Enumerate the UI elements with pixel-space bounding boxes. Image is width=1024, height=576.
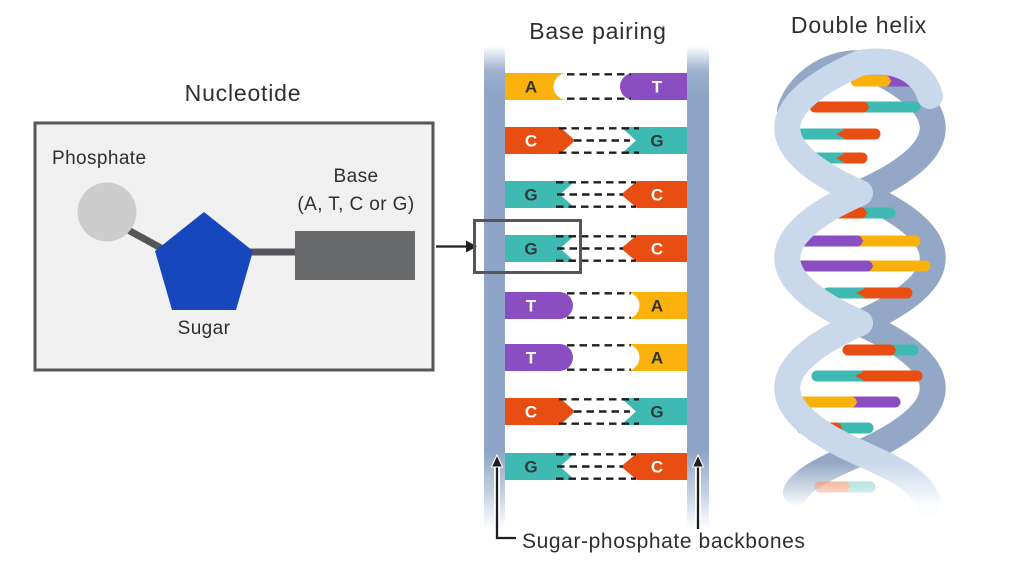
backbone-pointers — [490, 453, 705, 541]
right-arrow-head — [691, 453, 705, 468]
strand-back-seg — [847, 310, 946, 466]
base-letter-left: C — [525, 132, 537, 151]
double-helix-title: Double helix — [790, 12, 928, 38]
base-left-g — [505, 181, 575, 208]
double-helix — [755, 48, 965, 522]
strand-front-seg — [774, 310, 873, 466]
base-letter-left: C — [525, 403, 537, 422]
base-letter-left: G — [524, 240, 537, 259]
base-letter-left: G — [524, 458, 537, 477]
base-rectangle — [295, 231, 415, 280]
left-arrow-line — [495, 463, 516, 540]
base-letter-right: C — [651, 458, 663, 477]
base-left-c — [505, 398, 575, 425]
base-letter-left: A — [525, 78, 537, 97]
nucleotide-highlight-box — [473, 219, 582, 274]
left-backbone — [484, 46, 505, 528]
base-letter-right: C — [651, 240, 663, 259]
base-letter-right: G — [650, 132, 663, 151]
base-right-g — [621, 398, 687, 425]
left-arrow-head — [490, 453, 504, 468]
base-left-c — [505, 127, 575, 154]
base-right-g — [621, 127, 687, 154]
right-backbone — [687, 46, 709, 528]
rung-chevron — [853, 235, 864, 247]
rung-chevron — [836, 128, 847, 140]
strand-front-seg — [774, 180, 873, 336]
helix-rung — [809, 101, 921, 113]
helix-bottom-fade — [755, 462, 965, 522]
base-letter-right: A — [651, 349, 663, 368]
nucleotide-panel — [33, 121, 477, 372]
base-letter-left: T — [526, 297, 537, 316]
base-letters-label: (A, T, C or G) — [297, 194, 415, 215]
nucleotide-arrow-head — [466, 240, 477, 253]
helix-rung — [811, 370, 923, 382]
rung-chevron — [836, 152, 847, 164]
base-left-t — [505, 344, 573, 371]
rung-chevron — [886, 344, 897, 356]
base-letter-right: T — [652, 78, 663, 97]
rung-chevron — [881, 75, 892, 87]
rung-chevron — [855, 370, 866, 382]
base-right-t — [620, 73, 687, 100]
phosphate-label: Phosphate — [52, 148, 147, 169]
base-left-t — [505, 292, 573, 319]
rung-chevron — [857, 207, 868, 219]
base-letter-right: A — [651, 297, 663, 316]
helix-rung — [822, 287, 913, 299]
base-letter-left: T — [526, 349, 537, 368]
base-letter-right: G — [650, 403, 663, 422]
base-letter-right: C — [651, 186, 663, 205]
helix-rung — [794, 260, 931, 272]
sugar-pentagon — [155, 212, 253, 310]
base-right-c — [621, 453, 687, 480]
base-right-c — [621, 235, 687, 262]
helix-rung — [796, 396, 901, 408]
rung-chevron — [856, 287, 867, 299]
base-right-a — [626, 292, 687, 319]
base-right-a — [626, 344, 687, 371]
phosphate-circle — [77, 182, 137, 242]
base-pairing-title: Base pairing — [529, 18, 667, 44]
rung-chevron — [859, 101, 870, 113]
base-right-c — [621, 181, 687, 208]
base-left-g — [505, 235, 575, 262]
helix-rung — [842, 344, 919, 356]
base-label: Base — [333, 166, 379, 187]
sugar-label: Sugar — [177, 318, 231, 339]
base-left-a — [505, 73, 567, 100]
base-letter-left: G — [524, 186, 537, 205]
rung-chevron — [863, 260, 874, 272]
rung-chevron — [847, 396, 858, 408]
strand-front-seg — [774, 50, 873, 206]
backbones-label: Sugar-phosphate backbones — [522, 530, 806, 553]
base-left-g — [505, 453, 575, 480]
nucleotide-title: Nucleotide — [184, 80, 302, 106]
helix-rung — [789, 128, 881, 140]
